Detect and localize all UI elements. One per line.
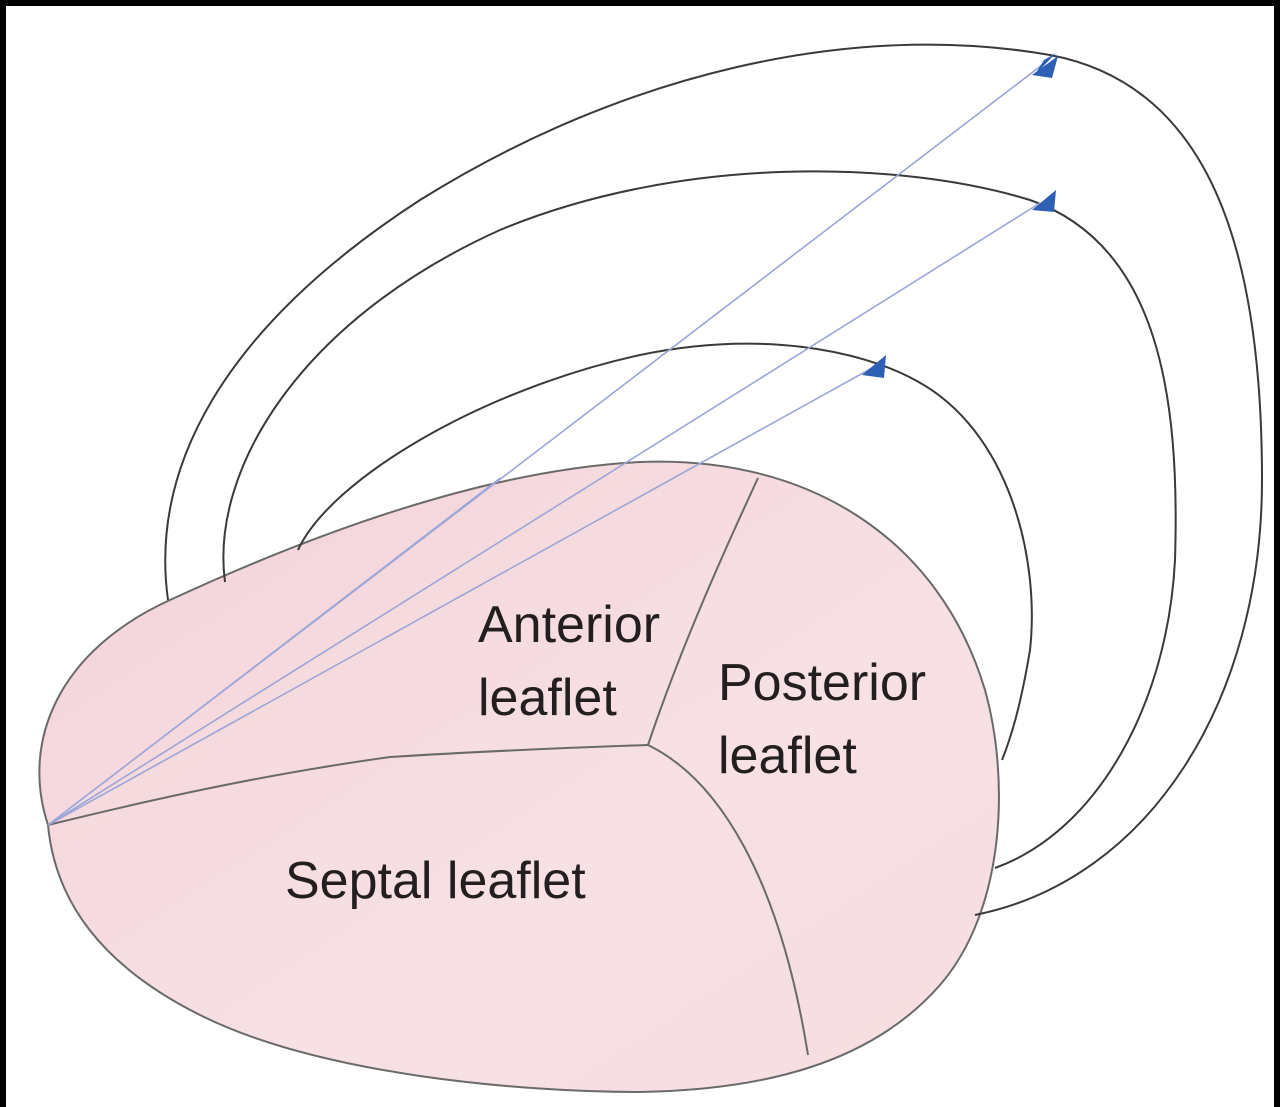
commissure-anterior-posterior	[647, 477, 759, 746]
vector-line-inner	[47, 367, 873, 826]
vector-line-middle	[47, 202, 1041, 826]
arrowhead-icon	[1032, 56, 1058, 78]
label-septal: Septal leaflet	[285, 852, 586, 910]
arrowhead-icon	[862, 355, 886, 378]
arc-outer	[164, 43, 1264, 916]
arrowhead-icon	[1032, 190, 1056, 212]
commissure-anterior-septal	[47, 744, 649, 826]
label-posterior-line1: Posterior	[718, 654, 926, 712]
label-anterior-line1: Anterior	[478, 596, 660, 654]
valve-annulus	[38, 460, 1000, 1094]
commissure-posterior-septal	[647, 744, 809, 1056]
arc-middle	[222, 170, 1177, 869]
label-anterior-line2: leaflet	[478, 669, 617, 727]
label-posterior-line2: leaflet	[718, 727, 857, 785]
vector-line-extra	[47, 477, 501, 826]
